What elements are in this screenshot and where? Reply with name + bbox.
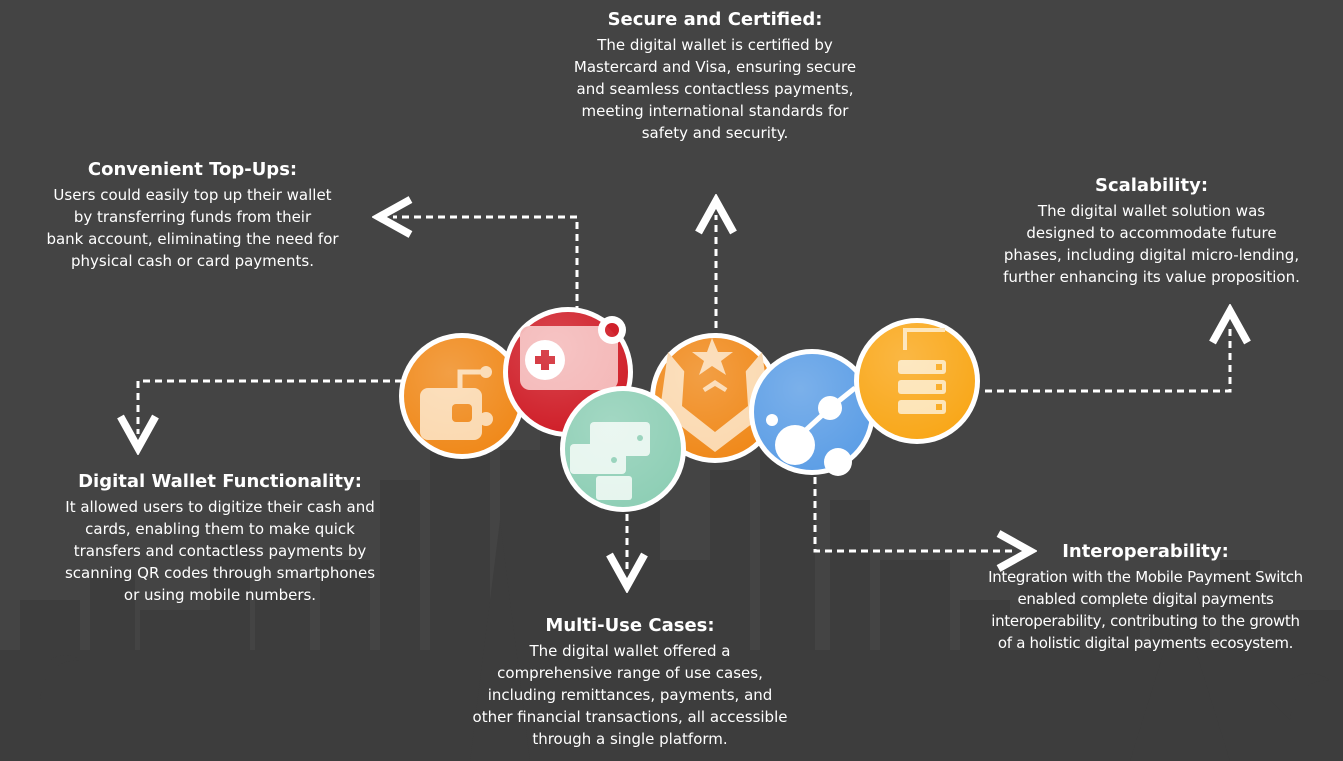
feature-line: The digital wallet offered a bbox=[529, 642, 731, 660]
feature-line: phases, including digital micro-lending, bbox=[1003, 246, 1300, 264]
feature-line: designed to accommodate future bbox=[1026, 224, 1277, 242]
feature-multiuse: Multi-Use Cases: The digital wallet offe… bbox=[430, 614, 830, 750]
feature-line: The digital wallet is certified by bbox=[597, 36, 833, 54]
feature-line: and seamless contactless payments, bbox=[576, 80, 854, 98]
feature-title: Convenient Top-Ups: bbox=[87, 159, 298, 180]
connector-topups bbox=[393, 217, 579, 325]
icon-cluster bbox=[399, 307, 980, 512]
feature-title: Scalability: bbox=[1094, 175, 1209, 196]
feature-line: meeting international standards for bbox=[581, 102, 849, 120]
feature-line: comprehensive range of use cases, bbox=[497, 664, 763, 682]
connectors bbox=[138, 215, 1230, 572]
feature-title: Multi-Use Cases: bbox=[545, 615, 715, 636]
wallet-circuit-icon bbox=[399, 333, 525, 459]
feature-line: further enhancing its value proposition. bbox=[1003, 268, 1300, 286]
city-skyline-background bbox=[0, 320, 1343, 761]
feature-line: The digital wallet solution was bbox=[1037, 202, 1266, 220]
feature-line: Users could easily top up their wallet bbox=[53, 186, 332, 204]
feature-interop: Interoperability: Integration with the M… bbox=[948, 540, 1343, 654]
connector-wallet bbox=[138, 379, 402, 434]
feature-line: safety and security. bbox=[641, 124, 789, 142]
feature-line: interoperability, contributing to the gr… bbox=[991, 612, 1300, 630]
feature-line: through a single platform. bbox=[532, 730, 728, 748]
feature-line: by transferring funds from their bbox=[73, 208, 312, 226]
feature-scalability: Scalability: The digital wallet solution… bbox=[960, 174, 1343, 288]
connector-interop bbox=[813, 465, 1016, 551]
feature-topups: Convenient Top-Ups: Users could easily t… bbox=[0, 158, 385, 272]
feature-line: It allowed users to digitize their cash … bbox=[65, 498, 375, 516]
star-badge-icon bbox=[650, 333, 780, 463]
feature-line: other financial transactions, all access… bbox=[472, 708, 788, 726]
network-nodes-icon bbox=[749, 349, 875, 476]
transfer-screens-icon bbox=[560, 386, 686, 512]
feature-line: Integration with the Mobile Payment Swit… bbox=[988, 568, 1303, 586]
feature-title: Interoperability: bbox=[1062, 541, 1229, 562]
feature-line: bank account, eliminating the need for bbox=[46, 230, 339, 248]
feature-line: of a holistic digital payments ecosystem… bbox=[997, 634, 1294, 652]
feature-line: including remittances, payments, and bbox=[487, 686, 773, 704]
feature-title: Secure and Certified: bbox=[607, 9, 823, 30]
feature-title: Digital Wallet Functionality: bbox=[78, 471, 362, 492]
feature-line: Mastercard and Visa, ensuring secure bbox=[573, 58, 857, 76]
feature-line: cards, enabling them to make quick bbox=[85, 520, 355, 538]
feature-line: scanning QR codes through smartphones bbox=[64, 564, 376, 582]
feature-line: physical cash or card payments. bbox=[71, 252, 314, 270]
connector-scalability bbox=[985, 325, 1230, 393]
feature-line: transfers and contactless payments by bbox=[73, 542, 367, 560]
feature-line: or using mobile numbers. bbox=[123, 586, 317, 604]
feature-line: enabled complete digital payments bbox=[1017, 590, 1274, 608]
feature-wallet: Digital Wallet Functionality: It allowed… bbox=[20, 470, 420, 606]
server-stack-icon bbox=[854, 318, 980, 444]
feature-secure: Secure and Certified: The digital wallet… bbox=[515, 8, 915, 144]
